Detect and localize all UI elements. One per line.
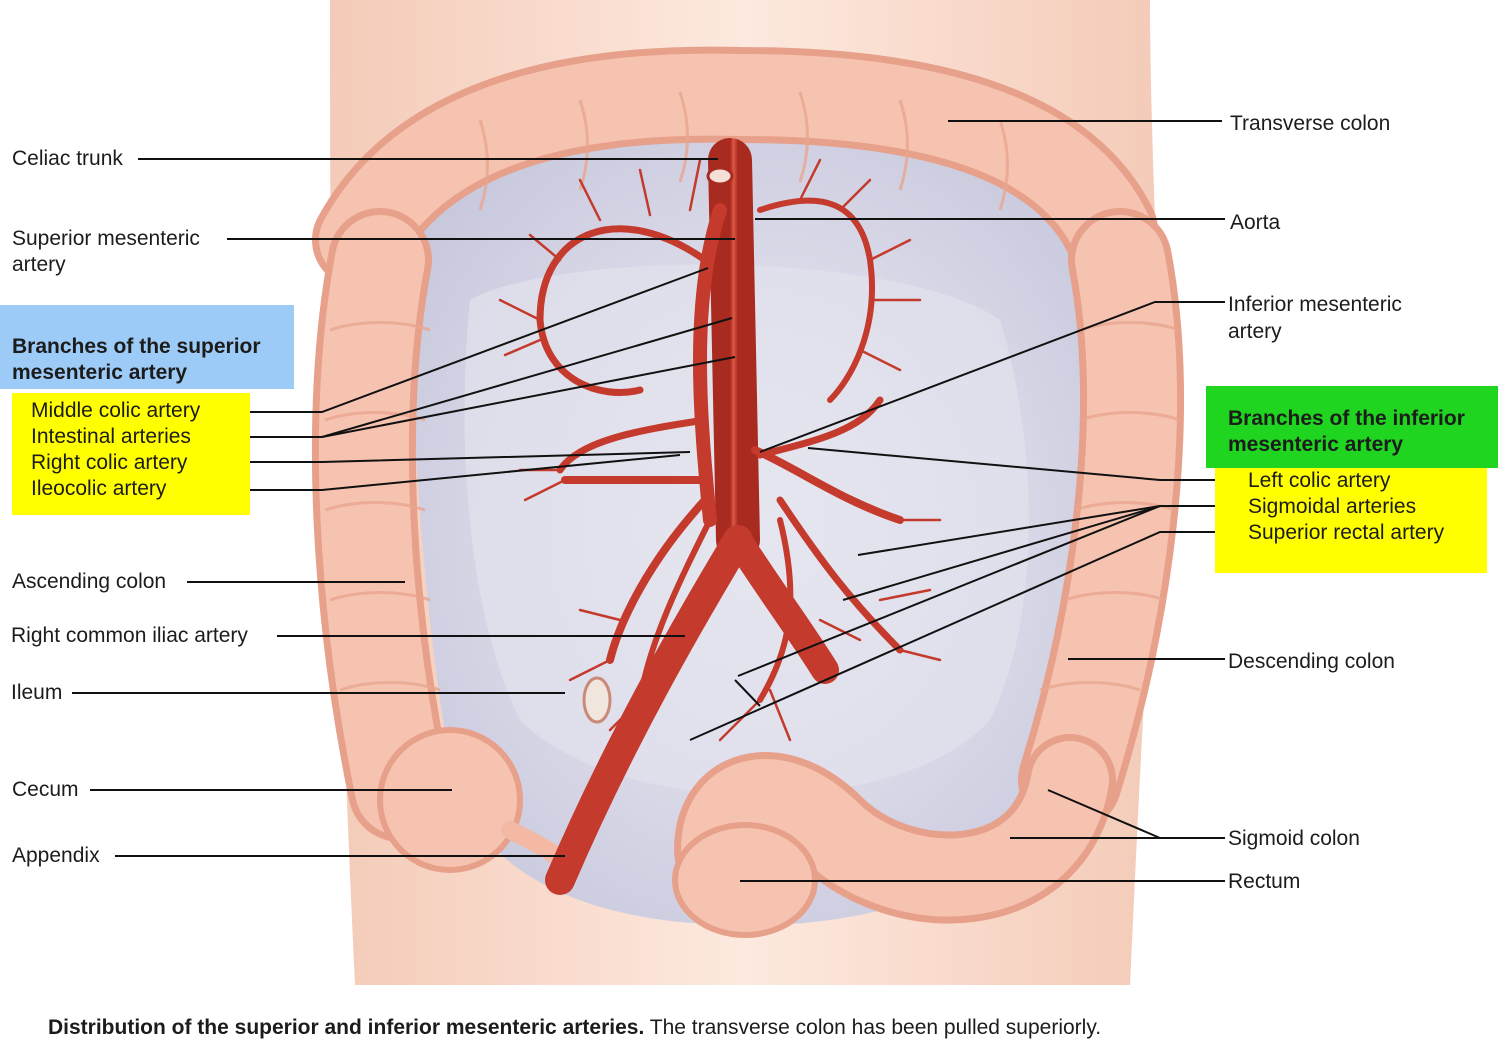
- label-appendix: Appendix: [12, 844, 100, 867]
- figure-caption: Distribution of the superior and inferio…: [48, 1016, 1101, 1040]
- caption-bold: Distribution of the superior and inferio…: [48, 1016, 645, 1039]
- sma-branches-heading-box: Branches of the superior mesenteric arte…: [0, 305, 294, 389]
- label-left-colic-artery: Left colic artery: [1248, 469, 1391, 492]
- label-ascending-colon: Ascending colon: [12, 570, 167, 593]
- label-middle-colic-artery: Middle colic artery: [31, 399, 201, 422]
- label-superior-mesenteric-artery-line2: artery: [12, 253, 66, 276]
- sma-branches-list-box: Middle colic artery Intestinal arteries …: [12, 393, 250, 515]
- ima-branches-heading-line2: mesenteric artery: [1228, 433, 1404, 456]
- label-descending-colon: Descending colon: [1228, 650, 1395, 673]
- label-superior-rectal-artery: Superior rectal artery: [1248, 521, 1445, 544]
- label-inferior-mesenteric-artery-line1: Inferior mesenteric: [1228, 293, 1402, 316]
- label-right-common-iliac-artery: Right common iliac artery: [11, 624, 248, 647]
- arteries: [498, 138, 942, 895]
- label-ileocolic-artery: Ileocolic artery: [31, 477, 167, 500]
- label-aorta: Aorta: [1230, 211, 1281, 234]
- label-intestinal-arteries: Intestinal arteries: [31, 425, 191, 448]
- label-cecum: Cecum: [12, 778, 79, 801]
- label-rectum: Rectum: [1228, 870, 1301, 893]
- ima-branches-list-box: Left colic artery Sigmoidal arteries Sup…: [1215, 468, 1487, 573]
- caption-rest: The transverse colon has been pulled sup…: [644, 1016, 1102, 1039]
- label-transverse-colon: Transverse colon: [1230, 112, 1391, 135]
- ima-branches-heading-line1: Branches of the inferior: [1228, 407, 1465, 430]
- label-ileum: Ileum: [11, 681, 63, 704]
- label-right-colic-artery: Right colic artery: [31, 451, 188, 474]
- sma-branches-heading-line1: Branches of the superior: [12, 335, 261, 358]
- ima-branches-heading-box: Branches of the inferior mesenteric arte…: [1206, 386, 1498, 468]
- label-superior-mesenteric-artery-line1: Superior mesenteric: [12, 227, 200, 250]
- label-celiac-trunk: Celiac trunk: [12, 147, 123, 170]
- label-sigmoidal-arteries: Sigmoidal arteries: [1248, 495, 1417, 518]
- sma-branches-heading-line2: mesenteric artery: [12, 361, 188, 384]
- label-sigmoid-colon: Sigmoid colon: [1228, 827, 1360, 850]
- label-inferior-mesenteric-artery-line2: artery: [1228, 320, 1282, 343]
